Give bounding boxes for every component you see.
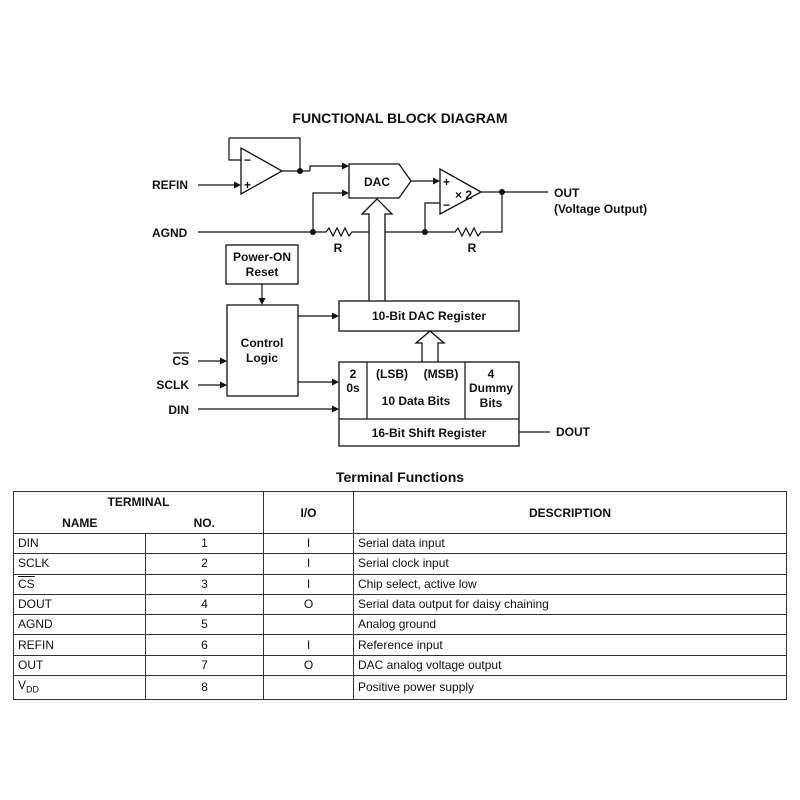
terminal-description: Serial clock input bbox=[353, 553, 787, 575]
table-title: Terminal Functions bbox=[336, 469, 464, 485]
description-header: DESCRIPTION bbox=[353, 491, 787, 534]
zero-bits-label: 0s bbox=[346, 381, 360, 395]
dummy-bits-label: Dummy bbox=[469, 381, 513, 395]
io-header: I/O bbox=[263, 491, 354, 534]
sclk-input-label: SCLK bbox=[156, 378, 189, 392]
junction-dot bbox=[310, 229, 316, 235]
opamp2-plus-sign: + bbox=[443, 175, 450, 189]
terminal-number: 7 bbox=[145, 654, 264, 677]
terminal-io: I bbox=[263, 532, 354, 555]
din-input-label: DIN bbox=[168, 403, 189, 417]
diagram-title: FUNCTIONAL BLOCK DIAGRAM bbox=[292, 110, 507, 126]
terminal-io: O bbox=[263, 654, 354, 677]
table-row: REFIN 6 I Reference input bbox=[13, 634, 787, 656]
terminal-io: I bbox=[263, 573, 354, 595]
terminal-number: 8 bbox=[145, 675, 264, 701]
table-row: SCLK 2 I Serial clock input bbox=[13, 553, 787, 575]
terminal-name: AGND bbox=[13, 614, 146, 636]
terminal-number: 3 bbox=[145, 573, 264, 595]
dout-label: DOUT bbox=[556, 425, 591, 439]
dac-block bbox=[348, 163, 412, 199]
data-bits-label: 10 Data Bits bbox=[382, 394, 451, 408]
shift-register-block bbox=[338, 361, 520, 447]
terminal-io bbox=[263, 675, 354, 701]
control-logic-block bbox=[226, 304, 299, 397]
terminal-name: DIN bbox=[13, 532, 146, 555]
resistor1-label: R bbox=[334, 241, 343, 255]
terminal-io: I bbox=[263, 634, 354, 656]
number-header: NO. bbox=[145, 512, 264, 534]
vdd-subscript: DD bbox=[26, 684, 40, 695]
opamp1-plus-sign: + bbox=[244, 178, 251, 192]
terminal-number: 5 bbox=[145, 614, 264, 636]
out-label: OUT bbox=[554, 186, 580, 200]
terminal-name: REFIN bbox=[13, 634, 146, 656]
vdd-name: V bbox=[18, 678, 27, 693]
terminal-name: OUT bbox=[13, 654, 146, 677]
terminal-description: Serial data input bbox=[353, 532, 787, 555]
shift-to-register-arrow bbox=[414, 330, 446, 362]
terminal-name: DOUT bbox=[13, 593, 146, 616]
lsb-label: (LSB) bbox=[376, 367, 408, 381]
control-label: Control bbox=[241, 336, 284, 350]
terminal-name: VDD bbox=[13, 675, 146, 701]
table-row: DOUT 4 O Serial data output for daisy ch… bbox=[13, 593, 787, 616]
terminal-description: Chip select, active low bbox=[353, 573, 787, 595]
terminal-io bbox=[263, 614, 354, 636]
bits-label: Bits bbox=[480, 396, 503, 410]
register-to-dac-arrow bbox=[360, 198, 394, 301]
agnd-resistor-network bbox=[198, 192, 503, 238]
reference-buffer-opamp bbox=[240, 146, 284, 196]
msb-label: (MSB) bbox=[424, 367, 459, 381]
terminal-number: 2 bbox=[145, 553, 264, 575]
terminal-header: TERMINAL bbox=[13, 491, 264, 513]
resistor2-label: R bbox=[468, 241, 477, 255]
table-row: CS 3 I Chip select, active low bbox=[13, 573, 787, 595]
terminal-io: I bbox=[263, 553, 354, 575]
terminal-number: 1 bbox=[145, 532, 264, 555]
terminal-io: O bbox=[263, 593, 354, 616]
out-sublabel: (Voltage Output) bbox=[554, 202, 647, 216]
terminal-description: Analog ground bbox=[353, 614, 787, 636]
table-header-row: TERMINAL I/O DESCRIPTION bbox=[13, 491, 787, 534]
terminal-description: Positive power supply bbox=[353, 675, 787, 701]
name-header: NAME bbox=[13, 512, 146, 534]
refin-label: REFIN bbox=[152, 178, 188, 192]
logic-label: Logic bbox=[246, 351, 278, 365]
table-row: OUT 7 O DAC analog voltage output bbox=[13, 654, 787, 677]
table-row: DIN 1 I Serial data input bbox=[13, 532, 787, 555]
dummy-bits-count: 4 bbox=[488, 367, 495, 381]
functional-block-diagram: FUNCTIONAL BLOCK DIAGRAM − + REFIN DAC +… bbox=[152, 110, 647, 485]
terminal-number: 6 bbox=[145, 634, 264, 656]
terminal-description: DAC analog voltage output bbox=[353, 654, 787, 677]
table-row: AGND 5 Analog ground bbox=[13, 614, 787, 636]
dac-register-block bbox=[338, 300, 520, 332]
terminal-number: 4 bbox=[145, 593, 264, 616]
dac-label: DAC bbox=[364, 175, 390, 189]
reset-label: Reset bbox=[246, 265, 279, 279]
opamp2-minus-sign: − bbox=[443, 198, 450, 212]
terminal-description: Reference input bbox=[353, 634, 787, 656]
junction-dot bbox=[297, 168, 303, 174]
table-row: VDD 8 Positive power supply bbox=[13, 675, 787, 701]
output-amplifier-opamp bbox=[439, 167, 483, 216]
power-on-reset-block bbox=[225, 244, 299, 285]
terminal-description: Serial data output for daisy chaining bbox=[353, 593, 787, 616]
zero-bits-count: 2 bbox=[350, 367, 357, 381]
shift-register-label: 16-Bit Shift Register bbox=[372, 426, 487, 440]
dac-register-label: 10-Bit DAC Register bbox=[372, 309, 486, 323]
cs-input-label: CS bbox=[172, 354, 189, 368]
agnd-label: AGND bbox=[152, 226, 188, 240]
terminal-name: CS bbox=[13, 573, 146, 595]
cs-overline-name: CS bbox=[18, 576, 35, 591]
opamp1-minus-sign: − bbox=[244, 153, 251, 167]
gain-label: × 2 bbox=[455, 188, 472, 202]
terminal-functions-table: TERMINAL I/O DESCRIPTION NAME NO. DIN 1 … bbox=[13, 491, 787, 701]
terminal-name: SCLK bbox=[13, 553, 146, 575]
power-on-label: Power-ON bbox=[233, 250, 291, 264]
